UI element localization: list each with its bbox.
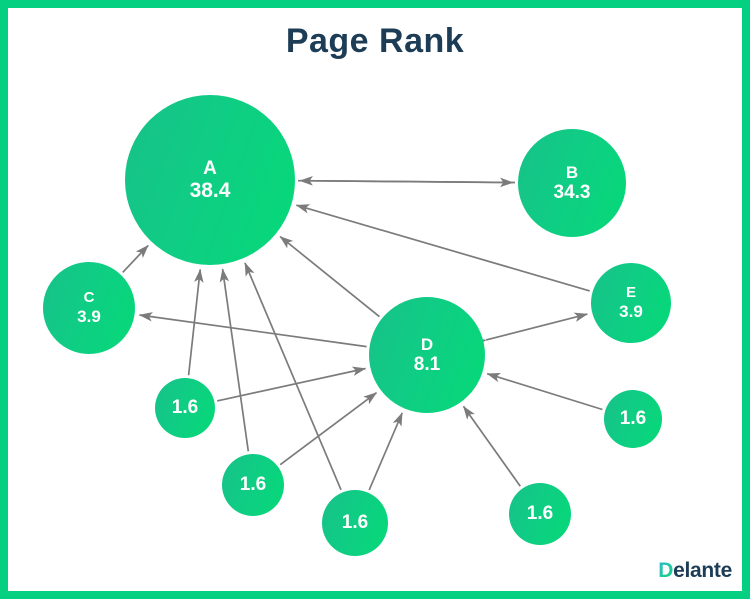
graph-node-leaf[interactable]: 1.6: [155, 378, 215, 438]
node-label: D: [420, 334, 434, 354]
node-label: C: [83, 289, 95, 307]
node-value: 38.4: [189, 178, 231, 202]
edge-a-to-b: [297, 177, 514, 188]
edge-s3-to-d: [368, 412, 403, 491]
graph-node-leaf[interactable]: 1.6: [322, 490, 388, 556]
logo-wordmark: elante: [673, 559, 732, 582]
node-value: 8.1: [413, 353, 441, 375]
node-value: 1.6: [341, 512, 369, 534]
graph-node-leaf[interactable]: 1.6: [222, 454, 284, 516]
frame-border-bottom: [0, 591, 750, 599]
node-value: 34.3: [553, 181, 591, 203]
edge-s2-to-d: [279, 392, 378, 466]
edge-e-to-a: [295, 204, 590, 292]
edge-s4-to-d: [462, 405, 521, 487]
node-label: B: [565, 162, 579, 182]
edge-s5-to-d: [486, 372, 603, 411]
frame-border-left: [0, 0, 8, 599]
edge-s3-to-a: [244, 262, 342, 491]
node-value: 1.6: [171, 397, 199, 419]
frame-border-right: [742, 0, 750, 599]
edge-c-to-a: [122, 244, 149, 273]
node-value: 1.6: [526, 503, 554, 525]
edge-s1-to-d: [217, 366, 367, 402]
frame-border-top: [0, 0, 750, 8]
edge-s2-to-a: [219, 268, 250, 452]
node-value: 1.6: [619, 408, 647, 430]
logo-initial: D: [658, 559, 674, 582]
graph-node-leaf[interactable]: 1.6: [509, 483, 571, 545]
node-value: 3.9: [619, 301, 643, 321]
page-title: Page Rank: [285, 22, 465, 60]
edge-s1-to-a: [187, 268, 204, 376]
node-label: A: [203, 157, 217, 179]
node-value: 3.9: [77, 306, 101, 326]
edge-d-to-a: [279, 235, 381, 318]
node-label: E: [625, 284, 636, 302]
graph-node-leaf[interactable]: 1.6: [604, 390, 662, 448]
edge-d-to-c: [138, 312, 367, 348]
node-value: 1.6: [239, 474, 267, 496]
edge-d-to-e: [472, 312, 589, 348]
